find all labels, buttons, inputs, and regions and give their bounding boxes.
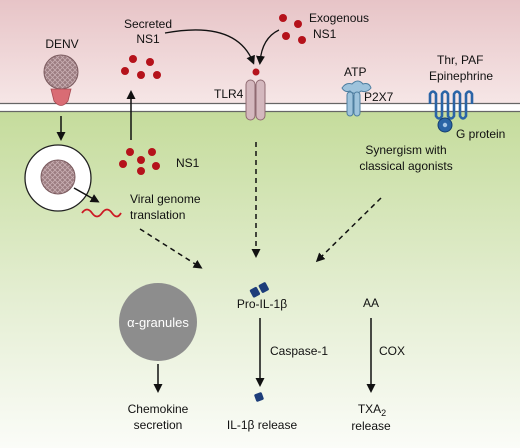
- label-txa2: TXA2: [358, 402, 386, 418]
- arrow-ns1-to-pro-il1b: [139, 228, 203, 269]
- label-secreted: Secreted: [124, 17, 172, 31]
- label-cox: COX: [379, 344, 405, 358]
- gpcr-receptor: [428, 90, 474, 120]
- label-secretion: secretion: [134, 418, 183, 432]
- il1b-molecule: [254, 392, 264, 402]
- arrow-synergism-to-pro-il1b: [315, 197, 382, 263]
- label-txa2-release: release: [351, 419, 391, 433]
- tlr4-receptor: [245, 68, 266, 121]
- label-exogenous: Exogenous: [309, 11, 369, 25]
- label-atp: ATP: [344, 65, 366, 79]
- label-pro-il1b: Pro-IL-1β: [237, 297, 287, 311]
- label-alpha-granules: α-granules: [127, 315, 189, 330]
- arrow-endosome-to-genome: [73, 187, 100, 203]
- label-secreted-ns1: NS1: [136, 32, 160, 46]
- label-viral-genome: Viral genome: [130, 192, 201, 206]
- label-g-protein: G protein: [456, 127, 505, 141]
- label-epinephrine: Epinephrine: [429, 69, 493, 83]
- label-il1b-release: IL-1β release: [227, 418, 298, 432]
- denv-virion: [43, 54, 79, 106]
- label-tlr4: TLR4: [214, 87, 244, 101]
- label-ns1: NS1: [176, 156, 200, 170]
- label-chemokine: Chemokine: [128, 402, 189, 416]
- label-txa2-subscript: 2: [381, 408, 386, 418]
- label-translation: translation: [130, 208, 185, 222]
- label-denv: DENV: [45, 37, 78, 51]
- p2x7-receptor: [341, 80, 372, 117]
- label-caspase-1: Caspase-1: [270, 344, 328, 358]
- entry-receptor-cup: [50, 88, 72, 106]
- endosome: [24, 144, 92, 212]
- label-synergism: Synergism with: [365, 143, 446, 157]
- exogenous-ns1-particles: [279, 14, 306, 44]
- label-txa2-main: TXA: [358, 402, 381, 416]
- secreted-ns1-particles: [121, 55, 161, 79]
- arrow-exogenous-to-tlr4: [256, 29, 280, 65]
- alpha-granules: [119, 283, 197, 361]
- g-protein-icon: [437, 117, 453, 133]
- label-exogenous-ns1: NS1: [313, 27, 337, 41]
- label-thr-paf: Thr, PAF: [437, 53, 483, 67]
- label-classical-agonists: classical agonists: [359, 159, 452, 173]
- arrow-secreted-to-tlr4: [164, 29, 255, 65]
- pro-il1b-molecule: [249, 282, 269, 298]
- viral-rna-strand: [81, 208, 122, 218]
- label-aa: AA: [363, 296, 379, 310]
- intracellular-ns1-particles: [119, 148, 160, 175]
- label-p2x7: P2X7: [364, 90, 394, 104]
